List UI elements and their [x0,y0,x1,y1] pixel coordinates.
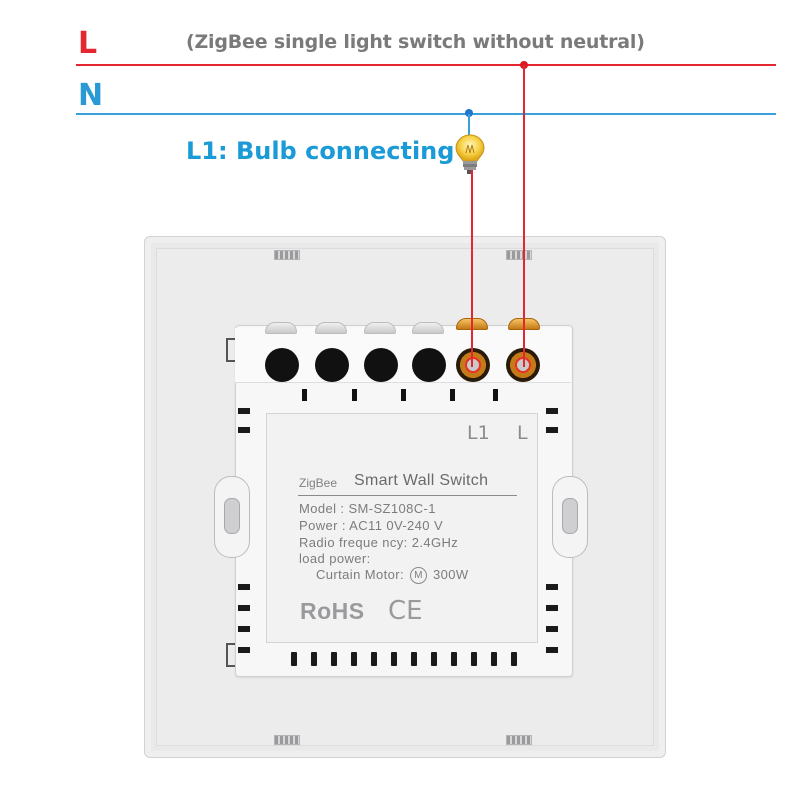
terminal-pin [302,389,307,401]
side-pin [546,605,558,611]
rohs-mark: RoHS [300,598,365,624]
bottom-pin [491,652,497,666]
terminal-pin [352,389,357,401]
terminal-hole [364,348,398,382]
side-pin [238,408,250,414]
terminal-hole [265,348,299,382]
bottom-pin [431,652,437,666]
screw-cap [265,322,297,334]
bottom-pin [371,652,377,666]
bulb-to-l1-terminal-wire [471,170,473,367]
terminal-l1 [456,348,490,382]
spec-model: Model : SM-SZ108C-1 [299,501,436,516]
side-pin [238,647,250,653]
neutral-line-label: N [78,78,104,113]
side-pin [238,584,250,590]
mounting-slot [506,250,532,260]
mounting-slot [506,735,532,745]
live-wire [76,64,776,66]
spec-power: Power : AC11 0V-240 V [299,518,444,533]
side-pin [546,584,558,590]
terminal-pin [450,389,455,401]
mounting-slot [274,250,300,260]
bottom-pin [311,652,317,666]
ce-mark: CE [388,596,423,626]
terminal-pin [493,389,498,401]
mounting-tab-hole [562,498,578,534]
terminal-label-l: L [517,422,528,444]
specification-label-panel [266,413,538,643]
neutral-wire [76,113,776,115]
bottom-pin [451,652,457,666]
bottom-pin [351,652,357,666]
live-to-l-terminal-wire [523,65,525,367]
side-pin [238,626,250,632]
spec-load-power: load power: [299,551,371,566]
side-pin [238,427,250,433]
bottom-pin [291,652,297,666]
bulb-connecting-label: L1: Bulb connecting [186,137,455,165]
mounting-slot [274,735,300,745]
bottom-pin [471,652,477,666]
label-divider [298,495,517,496]
bottom-pin [411,652,417,666]
neutral-junction-dot [465,109,473,117]
light-bulb-icon [455,134,485,174]
spec-curtain-motor: Curtain Motor: M 300W [316,567,469,585]
side-pin [546,647,558,653]
terminal-hole [412,348,446,382]
spec-curtain-motor-value: 300W [433,567,469,582]
bottom-pin [511,652,517,666]
bottom-pin [331,652,337,666]
plate-clip [226,643,236,667]
terminal-pin [401,389,406,401]
mounting-tab-hole [224,498,240,534]
side-pin [546,626,558,632]
side-pin [546,427,558,433]
diagram-caption: (ZigBee single light switch without neut… [186,31,645,53]
screw-cap [315,322,347,334]
screw-cap [364,322,396,334]
live-line-label: L [78,26,98,61]
brand-label: ZigBee [299,476,338,490]
spec-radio-frequency: Radio freque ncy: 2.4GHz [299,535,459,550]
neutral-to-bulb-wire [468,114,470,138]
spec-curtain-motor-label: Curtain Motor: [316,567,404,582]
side-pin [546,408,558,414]
motor-symbol-icon: M [409,567,427,585]
bottom-pin [391,652,397,666]
side-pin [238,605,250,611]
screw-cap [412,322,444,334]
product-name: Smart Wall Switch [354,472,489,489]
terminal-label-l1: L1 [467,422,490,444]
terminal-hole [315,348,349,382]
plate-clip [226,338,236,362]
